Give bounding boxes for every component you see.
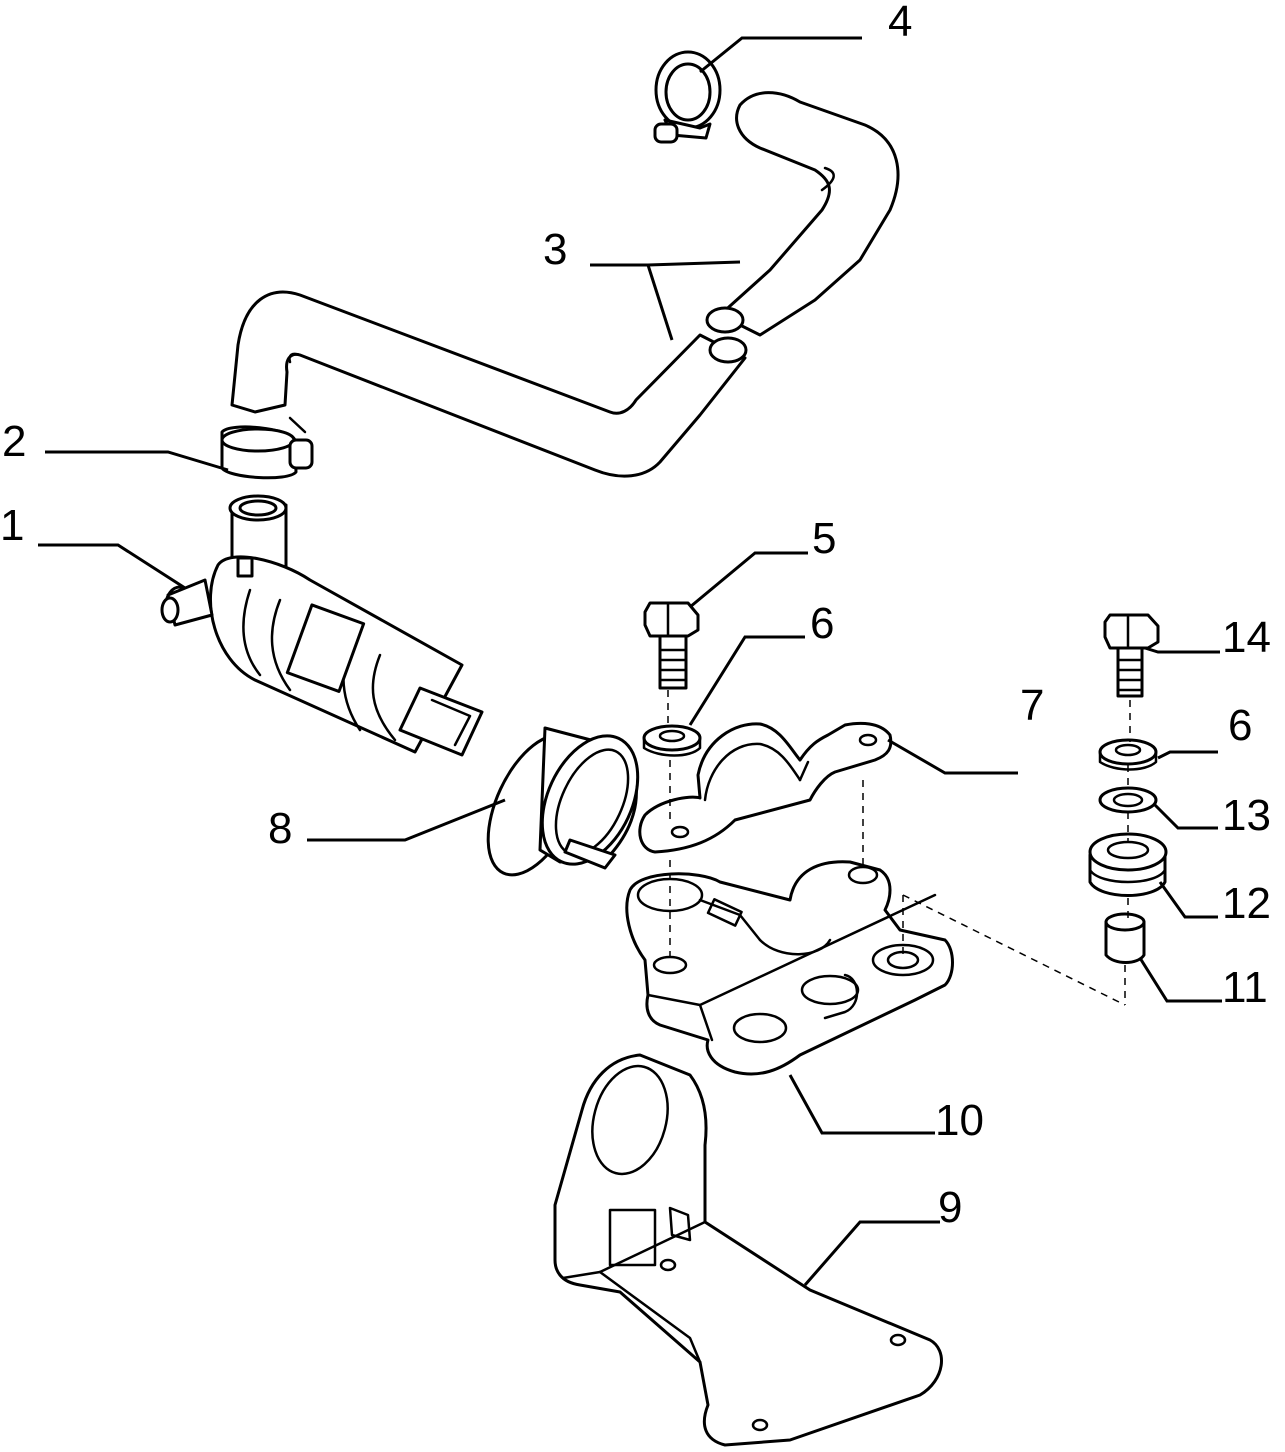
callout-1: 1 bbox=[0, 501, 24, 550]
callout-13: 13 bbox=[1222, 791, 1271, 840]
support-bracket-plate bbox=[553, 1053, 943, 1447]
callout-6-left: 6 bbox=[810, 599, 834, 648]
callout-11: 11 bbox=[1222, 963, 1268, 1012]
callout-10: 10 bbox=[935, 1096, 984, 1145]
callout-9: 9 bbox=[938, 1183, 962, 1232]
hose-upper bbox=[705, 91, 900, 337]
washer-13 bbox=[1098, 786, 1158, 814]
callout-2: 2 bbox=[2, 417, 26, 466]
callout-8: 8 bbox=[268, 804, 292, 853]
assembly-axes bbox=[667, 690, 1131, 1006]
callout-5: 5 bbox=[812, 514, 836, 563]
washer-6-left bbox=[642, 724, 702, 757]
washer-6-right bbox=[1098, 738, 1158, 771]
strap-bracket bbox=[638, 721, 893, 854]
bolt-14 bbox=[1103, 613, 1160, 698]
callout-14: 14 bbox=[1222, 613, 1271, 662]
callout-12: 12 bbox=[1222, 879, 1271, 928]
pump-mounting-base bbox=[625, 860, 954, 1076]
hose-lower bbox=[230, 290, 748, 478]
callouts: 1 2 3 4 5 6 6 7 8 9 10 11 12 13 14 bbox=[0, 0, 1271, 1232]
electric-pump bbox=[160, 494, 484, 757]
callout-4: 4 bbox=[888, 0, 912, 46]
callout-3: 3 bbox=[543, 225, 567, 274]
spacer-11 bbox=[1104, 912, 1146, 964]
pump-rubber-sleeve bbox=[486, 726, 640, 877]
hose-clamp-upper bbox=[653, 50, 722, 144]
callout-7: 7 bbox=[1020, 681, 1044, 730]
rubber-mount-12 bbox=[1088, 832, 1168, 897]
leader-lines bbox=[38, 36, 1222, 1286]
hose-clamp-lower bbox=[220, 416, 314, 480]
bolt-5 bbox=[643, 601, 700, 690]
callout-6-right: 6 bbox=[1228, 701, 1252, 750]
